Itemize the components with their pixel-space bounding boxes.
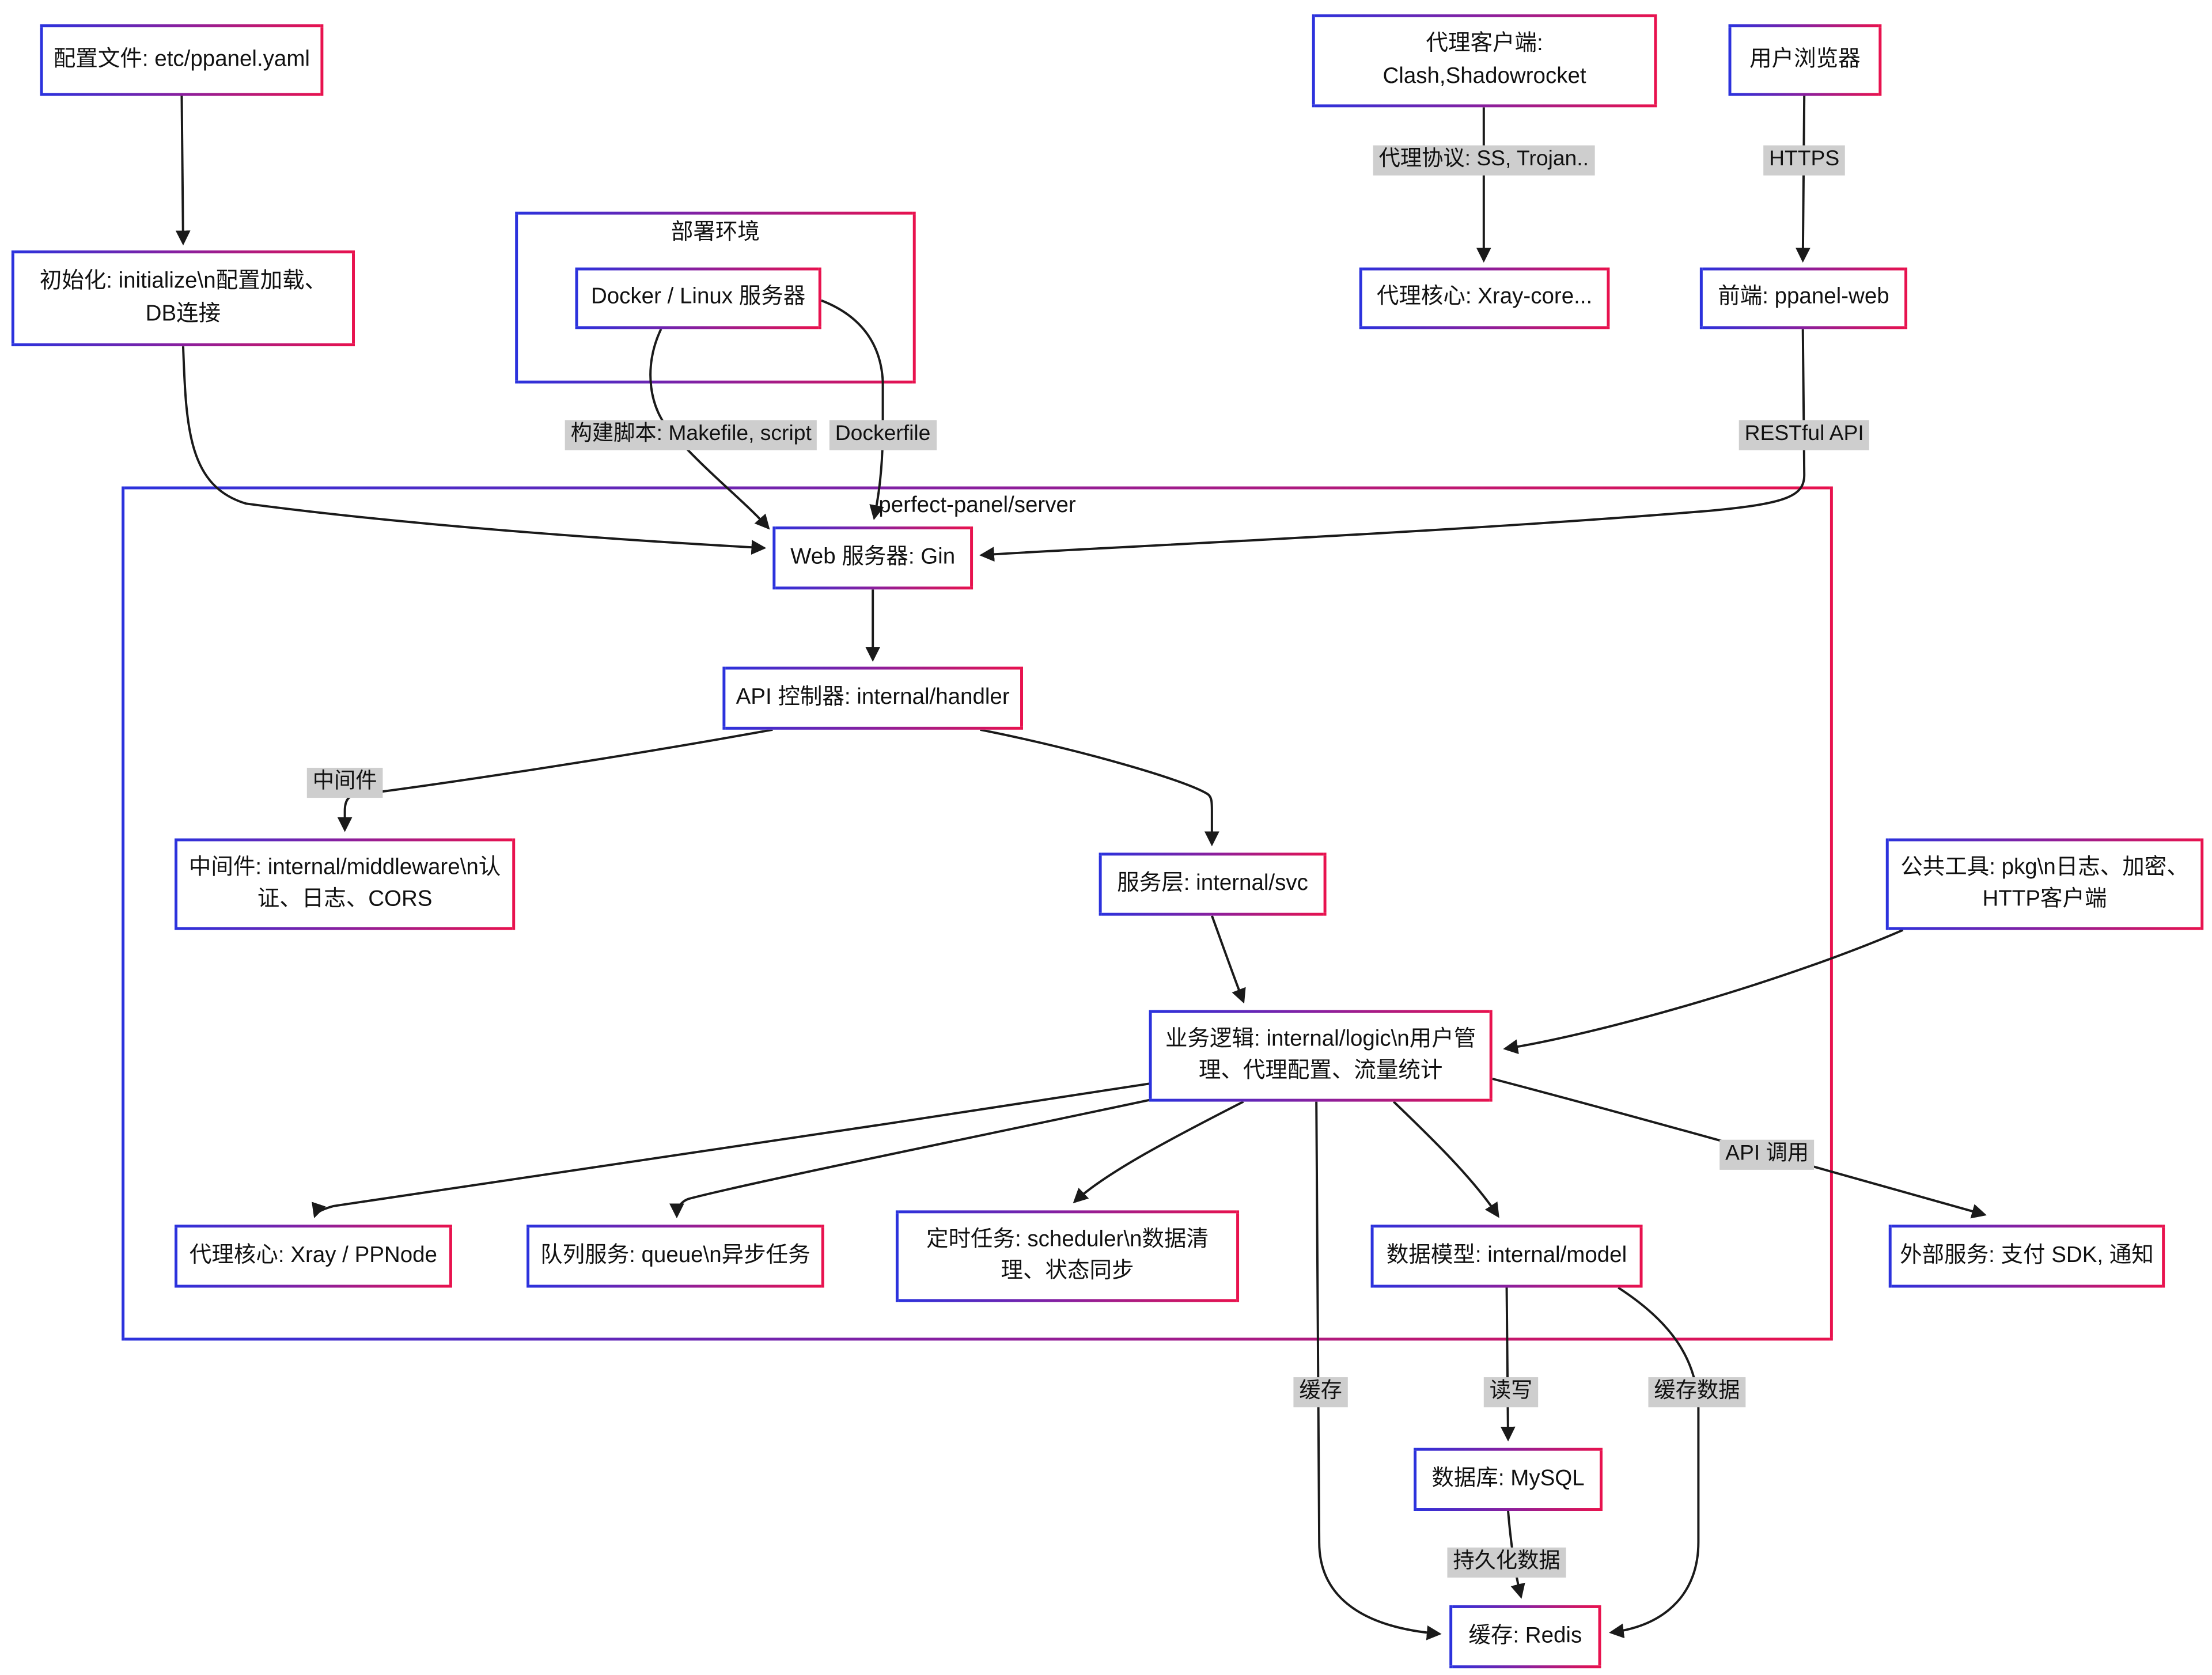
node-external-services-label: 外部服务: 支付 SDK, 通知 — [1900, 1242, 2154, 1268]
node-business-logic: 业务逻辑: internal/logic\n用户管 理、代理配置、流量统计 — [1149, 1010, 1493, 1102]
node-pkg-utils: 公共工具: pkg\n日志、加密、 HTTP客户端 — [1885, 838, 2204, 930]
edge-label-proxy-protocol: 代理协议: SS, Trojan.. — [1373, 145, 1594, 175]
edge-logic-ppnode — [312, 1082, 1154, 1218]
node-proxy-client-label-line2: Clash,Shadowrocket — [1382, 63, 1586, 88]
node-pkg-utils-label-line1: 公共工具: pkg\n日志、加密、 — [1900, 855, 2189, 880]
node-middleware-label-line2: 证、日志、CORS — [257, 887, 433, 912]
node-docker: Docker / Linux 服务器 — [575, 267, 821, 329]
node-config-file: 配置文件: etc/ppanel.yaml — [40, 24, 324, 96]
edge-logic-queue — [669, 1096, 1162, 1219]
node-data-model: 数据模型: internal/model — [1370, 1225, 1643, 1288]
node-init-label-line2: DB连接 — [145, 301, 221, 326]
node-init: 初始化: initialize\n配置加载、 DB连接 — [11, 250, 355, 347]
node-business-logic-label-line1: 业务逻辑: internal/logic\n用户管 — [1165, 1026, 1476, 1051]
node-service-layer-label: 服务层: internal/svc — [1117, 871, 1308, 896]
node-mysql-label: 数据库: MySQL — [1431, 1466, 1585, 1491]
edge-frontend-gin — [979, 329, 1806, 562]
edge-label-dockerfile: Dockerfile — [829, 420, 937, 450]
edge-label-middleware: 中间件 — [306, 767, 383, 798]
subgraph-label-server: perfect-panel/server — [878, 493, 1076, 518]
node-proxy-core-ppnode: 代理核心: Xray / PPNode — [175, 1225, 452, 1288]
edge-browser-frontend — [1795, 96, 1810, 263]
node-mysql: 数据库: MySQL — [1414, 1447, 1603, 1511]
edge-init-gin — [181, 346, 767, 555]
edge-label-restful-api: RESTful API — [1738, 420, 1870, 450]
edge-docker-gin-dockerfile — [821, 299, 884, 520]
edge-label-read-write: 读写 — [1483, 1377, 1539, 1407]
node-browser: 用户浏览器 — [1728, 24, 1882, 96]
edge-label-build-script: 构建脚本: Makefile, script — [565, 420, 817, 450]
node-proxy-client-label-line1: 代理客户端: — [1426, 31, 1543, 56]
edge-pkg-logic — [1503, 929, 1904, 1055]
node-scheduler-label-line2: 理、状态同步 — [1001, 1259, 1134, 1284]
node-frontend-label: 前端: ppanel-web — [1718, 285, 1889, 310]
edge-label-persist: 持久化数据 — [1447, 1547, 1566, 1578]
edge-svc-logic — [1210, 915, 1246, 1004]
node-browser-label: 用户浏览器 — [1749, 47, 1861, 71]
node-api-handler-label: API 控制器: internal/handler — [736, 685, 1010, 710]
node-xray-core: 代理核心: Xray-core... — [1359, 267, 1610, 329]
node-api-handler: API 控制器: internal/handler — [722, 666, 1023, 730]
edge-logic-redis — [1315, 1101, 1442, 1640]
node-pkg-utils-label-line2: HTTP客户端 — [1982, 887, 2107, 912]
node-redis-label: 缓存: Redis — [1468, 1623, 1582, 1648]
node-business-logic-label-line2: 理、代理配置、流量统计 — [1198, 1059, 1443, 1083]
edge-label-cache: 缓存 — [1293, 1377, 1348, 1407]
edge-label-api-call: API 调用 — [1719, 1139, 1815, 1170]
edge-label-cache-data: 缓存数据 — [1648, 1377, 1746, 1407]
node-queue-service-label: 队列服务: queue\n异步任务 — [540, 1242, 810, 1268]
node-redis: 缓存: Redis — [1449, 1605, 1601, 1669]
node-init-label-line1: 初始化: initialize\n配置加载、 — [39, 269, 327, 294]
node-external-services: 外部服务: 支付 SDK, 通知 — [1888, 1225, 2165, 1288]
edge-logic-model — [1392, 1101, 1499, 1218]
node-xray-core-label: 代理核心: Xray-core... — [1376, 285, 1593, 310]
node-data-model-label: 数据模型: internal/model — [1386, 1242, 1627, 1268]
node-middleware: 中间件: internal/middleware\n认 证、日志、CORS — [175, 838, 516, 930]
node-middleware-label-line1: 中间件: internal/middleware\n认 — [188, 855, 501, 880]
node-proxy-core-ppnode-label: 代理核心: Xray / PPNode — [189, 1242, 437, 1268]
edge-config-init — [175, 96, 191, 246]
edge-logic-scheduler — [1073, 1100, 1244, 1204]
node-scheduler-label-line1: 定时任务: scheduler\n数据清 — [926, 1227, 1209, 1252]
node-frontend: 前端: ppanel-web — [1699, 267, 1908, 329]
edge-label-https: HTTPS — [1763, 145, 1846, 175]
edge-handler-svc — [980, 728, 1219, 847]
edge-model-redis — [1609, 1286, 1700, 1639]
node-scheduler: 定时任务: scheduler\n数据清 理、状态同步 — [895, 1210, 1240, 1302]
node-queue-service: 队列服务: queue\n异步任务 — [527, 1225, 824, 1288]
node-service-layer: 服务层: internal/svc — [1099, 852, 1327, 916]
edge-handler-middleware — [337, 728, 773, 832]
node-config-file-label: 配置文件: etc/ppanel.yaml — [53, 47, 310, 71]
node-proxy-client: 代理客户端: Clash,Shadowrocket — [1312, 14, 1657, 108]
node-gin-server: Web 服务器: Gin — [772, 526, 974, 590]
edge-model-mysql — [1500, 1287, 1516, 1442]
node-docker-label: Docker / Linux 服务器 — [590, 285, 806, 310]
subgraph-label-deploy-env: 部署环境 — [671, 220, 760, 245]
node-gin-server-label: Web 服务器: Gin — [790, 544, 956, 570]
